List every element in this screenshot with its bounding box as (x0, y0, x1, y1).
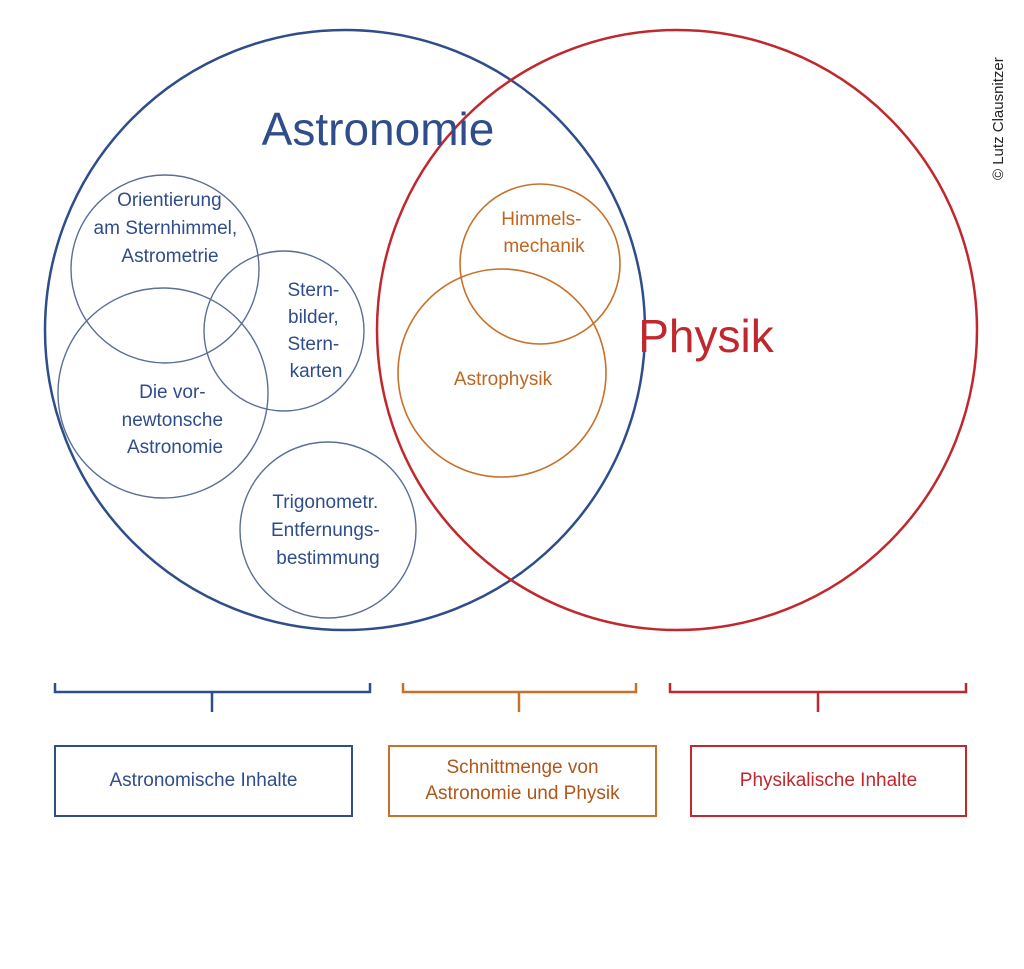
legend-box-physics: Physikalische Inhalte (690, 745, 967, 817)
physics-circle (375, 28, 979, 632)
topic-label-trigonometrie: Trigonometr. Entfernungs- bestimmung (271, 492, 385, 569)
topic-label-orientierung: Orientierung am Sternhimmel, Astrometrie (94, 190, 243, 267)
topic-circle-astrophysik (397, 268, 607, 478)
legend-label-intersection: Schnittmenge von Astronomie und Physik (425, 755, 619, 807)
legend-box-intersection: Schnittmenge von Astronomie und Physik (388, 745, 657, 817)
copyright-note: © Lutz Clausnitzer (990, 57, 1007, 180)
brace-astronomy (53, 683, 372, 712)
topic-circle-sternbilder (203, 250, 365, 412)
topic-label-astrophysik: Astrophysik (454, 369, 553, 390)
physics-title: Physik (638, 310, 774, 362)
legend-box-astronomy: Astronomische Inhalte (54, 745, 353, 817)
legend-label-physics: Physikalische Inhalte (739, 770, 918, 791)
legend-label-intersection-line2: Astronomie und Physik (425, 783, 620, 804)
brace-intersection (401, 683, 638, 712)
legend-label-intersection-line1: Schnittmenge von (446, 757, 599, 778)
brace-physics (668, 683, 968, 712)
topic-label-sternbilder: Stern- bilder, Stern- karten (287, 280, 344, 382)
astronomy-circle (43, 28, 647, 632)
topic-circle-orientierung (70, 174, 260, 364)
legend-label-astronomy: Astronomische Inhalte (109, 770, 298, 791)
astronomy-title: Astronomie (262, 103, 495, 155)
topic-label-himmelsmechanik: Himmels- mechanik (501, 209, 587, 257)
topic-circle-trigonometrie (239, 441, 417, 619)
topic-circle-vornewtonsche (57, 287, 269, 499)
topic-circle-himmelsmechanik (459, 183, 621, 345)
topic-label-vornewtonsche: Die vor- newtonsche Astronomie (122, 382, 229, 458)
